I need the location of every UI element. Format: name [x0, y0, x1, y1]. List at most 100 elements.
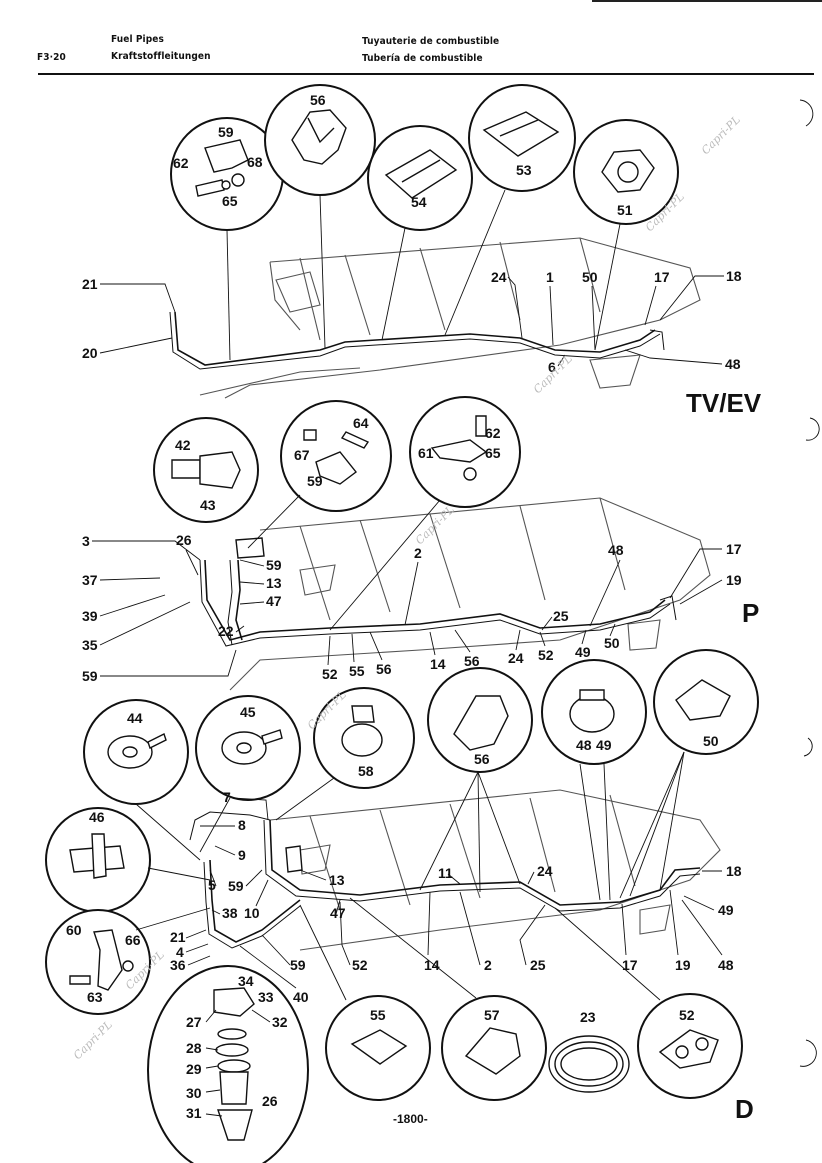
svg-text:24: 24 — [491, 269, 507, 285]
title-spanish: Tubería de combustible — [362, 53, 483, 64]
svg-text:47: 47 — [266, 593, 282, 609]
svg-text:19: 19 — [726, 572, 742, 588]
svg-text:22: 22 — [218, 623, 234, 639]
middle-pipe-run — [199, 537, 677, 647]
inset-55-bottom — [325, 995, 431, 1101]
svg-text:52: 52 — [679, 1007, 695, 1023]
svg-text:46: 46 — [89, 809, 105, 825]
inset-46 — [45, 807, 151, 913]
variant-d: D — [735, 1094, 754, 1124]
svg-text:39: 39 — [82, 608, 98, 624]
svg-text:20: 20 — [82, 345, 98, 361]
svg-text:52: 52 — [538, 647, 554, 663]
svg-text:56: 56 — [376, 661, 392, 677]
svg-text:50: 50 — [582, 269, 598, 285]
svg-text:66: 66 — [125, 932, 141, 948]
svg-text:56: 56 — [310, 92, 326, 108]
svg-text:21: 21 — [82, 276, 98, 292]
binder-hole-marks — [799, 99, 820, 1067]
svg-text:58: 58 — [358, 763, 374, 779]
svg-text:55: 55 — [370, 1007, 386, 1023]
watermark-text: Capri-PL — [71, 1018, 115, 1062]
inset-50-bottom — [653, 649, 759, 755]
svg-text:48: 48 — [725, 356, 741, 372]
svg-text:4: 4 — [176, 944, 184, 960]
svg-text:34: 34 — [238, 973, 254, 989]
svg-text:11: 11 — [438, 865, 453, 881]
svg-text:23: 23 — [580, 1009, 596, 1025]
svg-text:37: 37 — [82, 572, 98, 588]
inset-fuel-filter — [147, 965, 309, 1163]
svg-text:8: 8 — [238, 817, 246, 833]
svg-text:59: 59 — [82, 668, 98, 684]
svg-text:25: 25 — [553, 608, 569, 624]
svg-text:51: 51 — [617, 202, 633, 218]
svg-text:31: 31 — [186, 1105, 202, 1121]
page-number: -1800- — [393, 1112, 428, 1126]
svg-text:25: 25 — [530, 957, 546, 973]
svg-text:38: 38 — [222, 905, 238, 921]
inset-42-43 — [153, 417, 259, 523]
bottom-pipe-run — [189, 811, 701, 949]
svg-text:68: 68 — [247, 154, 263, 170]
svg-text:67: 67 — [294, 447, 310, 463]
svg-text:24: 24 — [508, 650, 524, 666]
inset-leaders-top — [226, 189, 621, 361]
svg-text:59: 59 — [228, 878, 244, 894]
svg-text:55: 55 — [349, 663, 365, 679]
top-pipe-run — [169, 311, 665, 370]
svg-text:21: 21 — [170, 929, 186, 945]
svg-text:63: 63 — [87, 989, 103, 1005]
title-french: Tuyauterie de combustible — [362, 36, 500, 47]
svg-text:60: 60 — [66, 922, 82, 938]
variant-tv-ev: TV/EV — [686, 388, 762, 418]
svg-text:61: 61 — [418, 445, 434, 461]
inset-56-bottom — [427, 667, 533, 773]
svg-text:2: 2 — [484, 957, 492, 973]
svg-text:48: 48 — [608, 542, 624, 558]
inset-45 — [195, 695, 301, 801]
inset-54 — [367, 125, 473, 231]
svg-text:6: 6 — [548, 359, 556, 375]
inset-59-64-67 — [280, 400, 392, 512]
svg-text:53: 53 — [516, 162, 532, 178]
svg-text:57: 57 — [484, 1007, 500, 1023]
inset-leaders-bottom — [135, 751, 685, 1001]
svg-text:2: 2 — [414, 545, 422, 561]
inset-61-62-65 — [409, 396, 521, 508]
inset-57 — [441, 995, 547, 1101]
svg-text:28: 28 — [186, 1040, 202, 1056]
svg-text:30: 30 — [186, 1085, 202, 1101]
inset-60-63-66 — [45, 909, 151, 1015]
svg-text:3: 3 — [82, 533, 90, 549]
svg-text:18: 18 — [726, 863, 742, 879]
svg-text:24: 24 — [537, 863, 553, 879]
svg-text:52: 52 — [322, 666, 338, 682]
inset-51 — [573, 119, 679, 225]
svg-text:65: 65 — [485, 445, 501, 461]
svg-text:36: 36 — [170, 957, 186, 973]
inset-52-bottom — [637, 993, 743, 1099]
svg-text:10: 10 — [244, 905, 260, 921]
svg-text:32: 32 — [272, 1014, 288, 1030]
svg-text:48: 48 — [576, 737, 592, 753]
svg-text:33: 33 — [258, 989, 274, 1005]
svg-text:44: 44 — [127, 710, 143, 726]
svg-text:49: 49 — [575, 644, 591, 660]
inset-53 — [468, 84, 576, 192]
svg-text:42: 42 — [175, 437, 191, 453]
svg-text:43: 43 — [200, 497, 216, 513]
top-floorpan — [199, 237, 701, 399]
svg-text:17: 17 — [726, 541, 742, 557]
svg-text:35: 35 — [82, 637, 98, 653]
svg-text:50: 50 — [604, 635, 620, 651]
inset-59-62-65-68 — [170, 117, 284, 231]
svg-text:1: 1 — [546, 269, 554, 285]
svg-text:59: 59 — [290, 957, 306, 973]
svg-text:59: 59 — [218, 124, 234, 140]
watermark-text: Capri-PL — [699, 113, 743, 157]
svg-text:47: 47 — [330, 905, 346, 921]
title-english: Fuel Pipes — [111, 34, 164, 45]
